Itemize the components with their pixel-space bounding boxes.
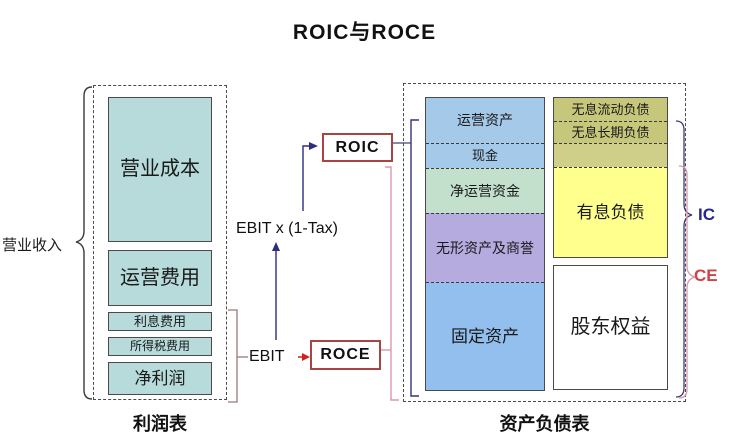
asset-net-working-capital: 净运营资金 <box>426 168 544 213</box>
ebit-bracket-icon <box>228 309 238 403</box>
page-title: ROIC与ROCE <box>292 21 437 44</box>
block-interest-expense: 利息费用 <box>108 312 212 331</box>
asset-intangibles-goodwill-label: 无形资产及商誉 <box>436 239 534 256</box>
equity-block: 股东权益 <box>553 265 668 390</box>
roic-label: ROIC <box>335 138 380 156</box>
revenue-brace-icon <box>75 86 93 400</box>
roic-box: ROIC <box>322 133 393 162</box>
ebit-after-tax-label: EBIT x (1-Tax) <box>236 220 338 237</box>
income-statement-box <box>93 85 227 400</box>
block-operating-cost-label: 营业成本 <box>120 158 200 180</box>
liability-non-interest-current: 无息流动负债 <box>554 98 667 121</box>
balance-sheet-title: 资产负债表 <box>499 414 590 434</box>
liabilities-column: 无息流动负债 无息长期负债 有息负债 <box>553 97 668 258</box>
liability-non-interest-current-label: 无息流动负债 <box>571 101 650 117</box>
asset-fixed-assets-label: 固定资产 <box>451 326 519 346</box>
liability-non-interest-longterm: 无息长期负债 <box>554 121 667 143</box>
liability-interest-bearing-label: 有息负债 <box>576 202 645 222</box>
block-operating-cost: 营业成本 <box>108 97 212 242</box>
block-income-tax-expense-label: 所得税费用 <box>129 339 190 354</box>
revenue-label: 营业收入 <box>2 237 63 254</box>
roce-label: ROCE <box>320 346 371 363</box>
block-net-profit: 净利润 <box>108 362 212 395</box>
roic-input-arrow-icon <box>309 142 318 150</box>
block-operating-expense-label: 运营费用 <box>120 266 200 289</box>
liability-non-interest-longterm-label: 无息长期负债 <box>571 124 650 140</box>
equity-block-label: 股东权益 <box>570 316 651 338</box>
ebit-up-arrow-icon <box>272 242 280 251</box>
liability-interest-bearing: 有息负债 <box>554 167 667 257</box>
asset-net-working-capital-label: 净运营资金 <box>450 182 520 199</box>
roce-box: ROCE <box>310 340 381 370</box>
ebit-to-roce-arrow-icon <box>302 353 310 361</box>
assets-column: 运营资产 现金 净运营资金 无形资产及商誉 固定资产 <box>425 97 545 391</box>
asset-fixed-assets: 固定资产 <box>426 282 544 390</box>
asset-operating-assets: 运营资产 <box>426 98 544 143</box>
ebit-label: EBIT <box>249 348 285 365</box>
asset-intangibles-goodwill: 无形资产及商誉 <box>426 213 544 282</box>
block-operating-expense: 运营费用 <box>108 250 212 306</box>
block-income-tax-expense: 所得税费用 <box>108 337 212 356</box>
ic-label: IC <box>698 205 715 224</box>
ce-left-bracket-icon <box>385 166 399 401</box>
block-net-profit-label: 净利润 <box>134 368 186 388</box>
asset-cash-label: 现金 <box>471 148 498 164</box>
asset-operating-assets-label: 运营资产 <box>457 112 513 129</box>
income-statement-title: 利润表 <box>133 414 187 434</box>
ebit-after-tax-to-roic-line <box>302 145 309 211</box>
block-interest-expense-label: 利息费用 <box>133 313 186 329</box>
asset-cash: 现金 <box>426 143 544 168</box>
liability-spacer <box>554 143 667 167</box>
ce-label: CE <box>694 266 718 285</box>
